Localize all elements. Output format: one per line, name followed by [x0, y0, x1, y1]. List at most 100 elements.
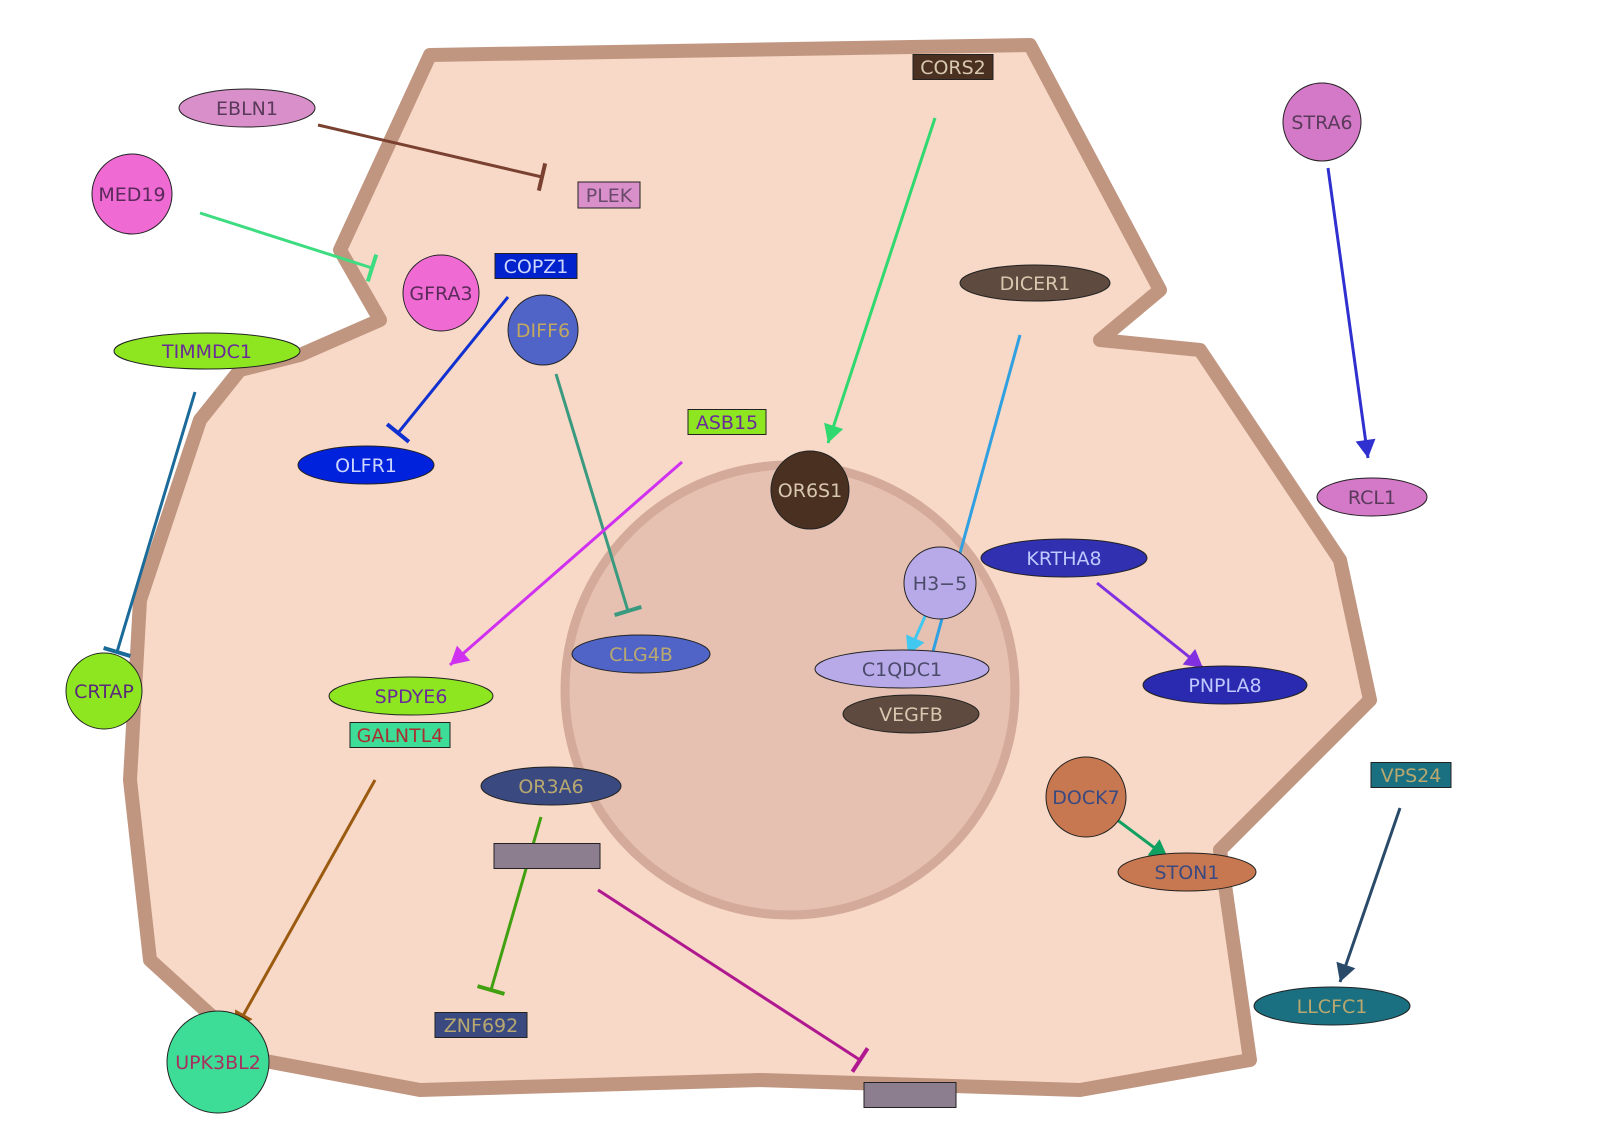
cell — [123, 38, 1377, 1097]
edge-line — [233, 779, 377, 1031]
arrowhead — [1182, 648, 1203, 668]
node-label: CORS2 — [920, 57, 986, 79]
circle-shape — [1045, 756, 1127, 838]
edge-line — [317, 123, 543, 179]
node-label: CRTAP — [74, 681, 134, 703]
node-or6s1[interactable]: OR6S1 — [770, 450, 850, 530]
node-asb15[interactable]: ASB15 — [687, 409, 767, 435]
node-label: OR3A6 — [518, 776, 583, 798]
node-copz1[interactable]: COPZ1 — [494, 253, 578, 279]
edge-line — [554, 373, 630, 612]
node-label: DICER1 — [1000, 273, 1071, 295]
inhibition-bar — [103, 646, 131, 658]
node-rcl1[interactable]: RCL1 — [1316, 477, 1428, 517]
circle-shape — [65, 652, 143, 730]
rect-shape — [434, 1012, 528, 1038]
edge-krtha8-to-pnpla8 — [1096, 581, 1204, 670]
rect-shape — [912, 54, 994, 80]
edge-timmdc1-to-crtap — [103, 391, 197, 658]
node-ston1[interactable]: STON1 — [1117, 852, 1257, 892]
inhibition-bar — [476, 984, 506, 996]
ellipse-shape — [1142, 665, 1308, 705]
edge-line — [115, 391, 197, 653]
edge-line — [199, 211, 373, 270]
node-label: GFRA3 — [409, 283, 472, 305]
edge-diff6-to-clg4b — [554, 373, 642, 617]
node-plek[interactable]: PLEK — [577, 181, 641, 209]
node-gfra3[interactable]: GFRA3 — [402, 254, 480, 332]
node-or3a6[interactable]: OR3A6 — [480, 766, 622, 806]
rect-shape — [1370, 762, 1452, 788]
rect-shape — [493, 843, 601, 869]
inhibition-bar — [614, 605, 642, 617]
node-label: PLEK — [586, 185, 633, 207]
edge-line — [1326, 167, 1370, 459]
arrowhead — [450, 645, 471, 665]
nucleus — [560, 460, 1020, 920]
edge-asb15-to-spdye6 — [449, 460, 683, 667]
node-krtha8[interactable]: KRTHA8 — [980, 538, 1148, 578]
node-galntl4[interactable]: GALNTL4 — [349, 722, 451, 748]
node-vegfb[interactable]: VEGFB — [842, 694, 980, 734]
arrowhead — [1355, 438, 1376, 458]
ellipse-shape — [1117, 852, 1257, 892]
edge-dock7-to-ston1 — [1111, 814, 1169, 860]
node-label: DIFF6 — [516, 320, 570, 342]
circle-shape — [166, 1010, 270, 1114]
edge-line — [826, 117, 937, 444]
node-znf692[interactable]: ZNF692 — [434, 1012, 528, 1038]
node-vps24[interactable]: VPS24 — [1370, 762, 1452, 788]
node-unk2[interactable] — [863, 1082, 957, 1108]
node-label: SPDYE6 — [375, 686, 448, 708]
node-c1qdc1[interactable]: C1QDC1 — [814, 649, 990, 689]
node-timmdc1[interactable]: TIMMDC1 — [113, 332, 301, 370]
node-h3-5[interactable]: H3−5 — [903, 546, 977, 620]
node-spdye6[interactable]: SPDYE6 — [328, 676, 494, 716]
node-clg4b[interactable]: CLG4B — [571, 634, 711, 674]
edge-med19-to-gfra3 — [199, 211, 379, 282]
ellipse-shape — [980, 538, 1148, 578]
circle-shape — [770, 450, 850, 530]
node-llcfc1[interactable]: LLCFC1 — [1253, 986, 1411, 1026]
circle-shape — [1282, 82, 1362, 162]
node-cors2[interactable]: CORS2 — [912, 54, 994, 80]
node-unk1[interactable] — [493, 843, 601, 869]
edges — [103, 117, 1402, 1073]
edge-unk1-to-unk2 — [597, 888, 870, 1073]
node-upk3bl2[interactable]: UPK3BL2 — [166, 1010, 270, 1114]
edge-stra6-to-rcl1 — [1326, 167, 1376, 459]
rect-shape — [687, 409, 767, 435]
circle-shape — [903, 546, 977, 620]
node-label: CLG4B — [609, 644, 673, 666]
node-label: C1QDC1 — [862, 659, 942, 681]
node-med19[interactable]: MED19 — [91, 153, 173, 235]
edge-line — [1338, 807, 1402, 983]
node-olfr1[interactable]: OLFR1 — [297, 445, 435, 485]
edge-line — [396, 296, 510, 434]
node-diff6[interactable]: DIFF6 — [507, 294, 579, 366]
inhibition-bar — [365, 254, 379, 282]
node-ebln1[interactable]: EBLN1 — [178, 88, 316, 128]
edge-copz1-to-olfr1 — [385, 296, 510, 444]
arrowhead — [1147, 839, 1168, 858]
node-label: DOCK7 — [1052, 787, 1119, 809]
node-label: KRTHA8 — [1026, 548, 1101, 570]
node-crtap[interactable]: CRTAP — [65, 652, 143, 730]
node-pnpla8[interactable]: PNPLA8 — [1142, 665, 1308, 705]
node-label: TIMMDC1 — [161, 341, 252, 363]
ellipse-shape — [178, 88, 316, 128]
edge-line — [449, 460, 683, 667]
node-label: LLCFC1 — [1297, 996, 1368, 1018]
node-label: H3−5 — [913, 573, 967, 595]
node-stra6[interactable]: STRA6 — [1282, 82, 1362, 162]
node-label: VEGFB — [879, 704, 943, 726]
circle-shape — [91, 153, 173, 235]
node-dock7[interactable]: DOCK7 — [1045, 756, 1127, 838]
node-label: MED19 — [98, 184, 165, 206]
node-dicer1[interactable]: DICER1 — [959, 264, 1111, 302]
arrowhead — [1336, 961, 1356, 982]
ellipse-shape — [328, 676, 494, 716]
ellipse-shape — [842, 694, 980, 734]
node-label: PNPLA8 — [1188, 675, 1261, 697]
